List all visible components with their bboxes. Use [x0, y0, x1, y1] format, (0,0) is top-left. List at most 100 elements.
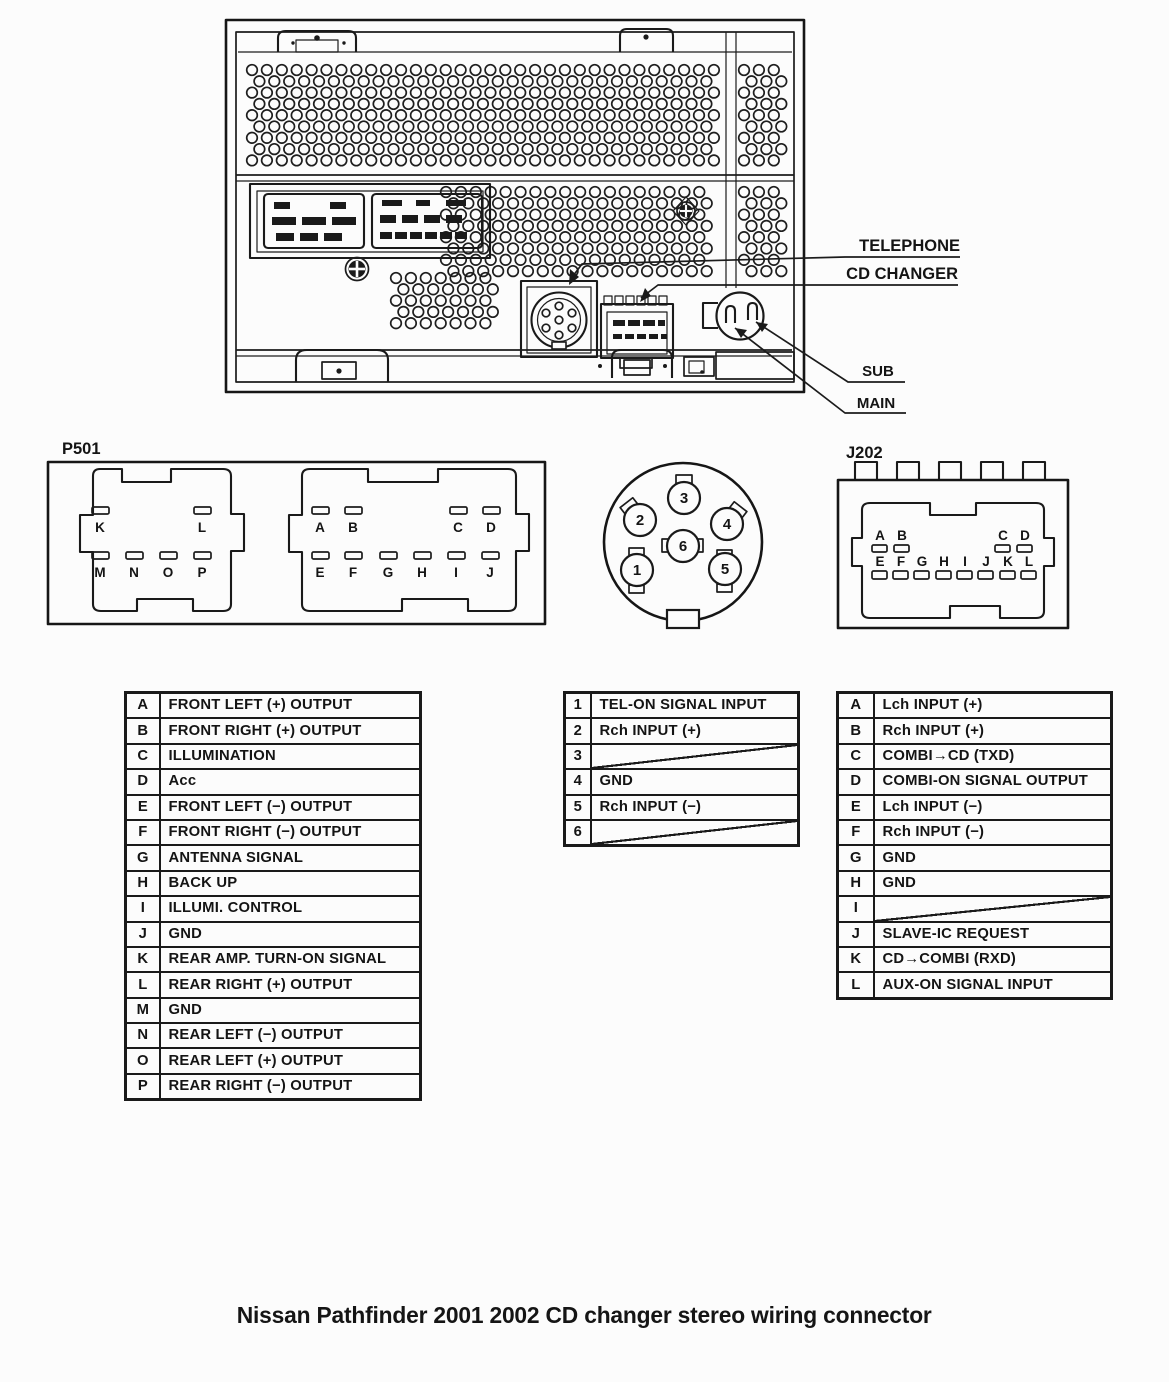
- j202-pinout-table: A Lch INPUT (+) B Rch INPUT (+) C COMBI→…: [836, 691, 1113, 1000]
- caption: Nissan Pathfinder 2001 2002 CD changer s…: [0, 1302, 1169, 1329]
- pin-function: GND: [872, 869, 1113, 898]
- din-pinout-table: 1 TEL-ON SIGNAL INPUT 2 Rch INPUT (+) 3 …: [563, 691, 800, 848]
- table-row: I: [836, 895, 1113, 923]
- pin-function: FRONT RIGHT (−) OUTPUT: [158, 818, 422, 847]
- pin-letter: E: [875, 554, 884, 569]
- pin-letter: J: [486, 565, 494, 580]
- pin-letter: F: [897, 554, 905, 569]
- pin-function: Rch INPUT (+): [589, 717, 800, 745]
- din-pinout-table-grid: 1 TEL-ON SIGNAL INPUT 2 Rch INPUT (+) 3 …: [563, 691, 800, 848]
- table-row: D COMBI-ON SIGNAL OUTPUT: [836, 768, 1113, 796]
- bottom-bracket-right: [683, 351, 795, 380]
- pin-function: ANTENNA SIGNAL: [158, 844, 422, 872]
- pin-function: COMBI-ON SIGNAL OUTPUT: [872, 768, 1113, 796]
- pin-letter: J: [982, 554, 990, 569]
- p501-pinout-table: A FRONT LEFT (+) OUTPUT B FRONT RIGHT (+…: [124, 691, 422, 1102]
- pin-function: Rch INPUT (−): [872, 818, 1113, 847]
- pin-id: 2: [563, 717, 592, 745]
- table-row: 3: [563, 742, 800, 771]
- cd-changer-label: CD CHANGER: [846, 265, 958, 283]
- pin-function: Acc: [158, 768, 422, 796]
- pin-id: M: [124, 996, 161, 1025]
- cd-changer-socket: [599, 295, 675, 369]
- pin-id: 5: [563, 793, 592, 821]
- caption-text: Nissan Pathfinder 2001 2002 CD changer s…: [237, 1302, 932, 1328]
- pin-letter: H: [939, 554, 949, 569]
- pin-letter: B: [897, 528, 907, 543]
- pin-number: 3: [680, 490, 688, 507]
- pin-id: F: [836, 818, 875, 847]
- pin-id: O: [124, 1047, 161, 1075]
- table-row: K CD→COMBI (RXD): [836, 945, 1113, 974]
- telephone-arrow-icon: [569, 269, 579, 285]
- screw: [672, 196, 700, 226]
- callouts: TELEPHONE CD CHANGER SUB MAIN: [569, 237, 960, 414]
- pin-id: E: [124, 793, 161, 821]
- pin-letter: I: [454, 565, 458, 580]
- p501-connector: P501 K L M N O P A B C D E F G H I J: [46, 440, 547, 626]
- perforation-holes: [245, 63, 788, 330]
- table-row: B Rch INPUT (+): [836, 717, 1113, 745]
- telephone-leader-line: [569, 256, 960, 281]
- pin-letter: F: [349, 565, 357, 580]
- pin-id: E: [836, 793, 875, 821]
- pin-id: G: [836, 844, 875, 872]
- pin-function: FRONT LEFT (−) OUTPUT: [158, 793, 422, 821]
- pin-id: G: [124, 844, 161, 872]
- pin-function: REAR LEFT (+) OUTPUT: [158, 1047, 422, 1075]
- pin-id: A: [124, 691, 161, 720]
- pin-letter: G: [383, 565, 394, 580]
- pin-id: I: [836, 895, 875, 923]
- table-row: I ILLUMI. CONTROL: [124, 895, 422, 923]
- pin-letter: P: [197, 565, 206, 580]
- pin-id: H: [124, 869, 161, 898]
- pin-letter: M: [94, 565, 105, 580]
- pin-function: BACK UP: [158, 869, 422, 898]
- table-row: C COMBI→CD (TXD): [836, 742, 1113, 771]
- pin-function: FRONT LEFT (+) OUTPUT: [158, 691, 422, 720]
- pin-function: REAR LEFT (−) OUTPUT: [158, 1022, 422, 1050]
- pin-function: Rch INPUT (+): [872, 717, 1113, 745]
- pin-function: TEL-ON SIGNAL INPUT: [589, 691, 800, 720]
- pin-function: ILLUMINATION: [158, 742, 422, 771]
- table-row: P REAR RIGHT (−) OUTPUT: [124, 1072, 422, 1101]
- pin-number: 6: [679, 538, 687, 555]
- pin-function: REAR AMP. TURN-ON SIGNAL: [158, 945, 422, 974]
- pin-id: D: [836, 768, 875, 796]
- j202-connector: J202 A B C D E F G H I J K L: [836, 444, 1070, 630]
- table-row: 1 TEL-ON SIGNAL INPUT: [563, 691, 800, 720]
- pin-id: H: [836, 869, 875, 898]
- bottom-foot-center: [610, 348, 674, 378]
- j202-pinout-table-grid: A Lch INPUT (+) B Rch INPUT (+) C COMBI→…: [836, 691, 1113, 1000]
- cd-changer-leader-line: [640, 284, 958, 299]
- table-row: N REAR LEFT (−) OUTPUT: [124, 1022, 422, 1050]
- pin-function: CD→COMBI (RXD): [872, 945, 1113, 974]
- table-row: O REAR LEFT (+) OUTPUT: [124, 1047, 422, 1075]
- table-row: 2 Rch INPUT (+): [563, 717, 800, 745]
- pin-letter: L: [198, 520, 206, 535]
- top-bracket-left: [276, 29, 358, 53]
- pin-letter: A: [875, 528, 885, 543]
- table-row: F FRONT RIGHT (−) OUTPUT: [124, 818, 422, 847]
- pin-letter: A: [315, 520, 325, 535]
- main-sub-power-socket: [701, 291, 765, 341]
- pin-function: REAR RIGHT (+) OUTPUT: [158, 971, 422, 999]
- table-row: 4 GND: [563, 768, 800, 796]
- pin-function: FRONT RIGHT (+) OUTPUT: [158, 717, 422, 745]
- table-row: M GND: [124, 996, 422, 1025]
- pin-id: K: [124, 945, 161, 974]
- pin-number: 2: [636, 512, 644, 529]
- pin-number: 4: [723, 516, 732, 533]
- p501-label: P501: [62, 440, 101, 458]
- table-row: C ILLUMINATION: [124, 742, 422, 771]
- pin-id: L: [836, 971, 875, 1000]
- sub-label: SUB: [862, 363, 894, 380]
- pin-function: Lch INPUT (+): [872, 691, 1113, 720]
- table-row: J GND: [124, 920, 422, 948]
- pin-function: REAR RIGHT (−) OUTPUT: [158, 1072, 422, 1101]
- main-label: MAIN: [857, 395, 895, 412]
- pin-letter: K: [1003, 554, 1013, 569]
- pin-letter: D: [1020, 528, 1030, 543]
- table-row: K REAR AMP. TURN-ON SIGNAL: [124, 945, 422, 974]
- pin-function: Rch INPUT (−): [589, 793, 800, 821]
